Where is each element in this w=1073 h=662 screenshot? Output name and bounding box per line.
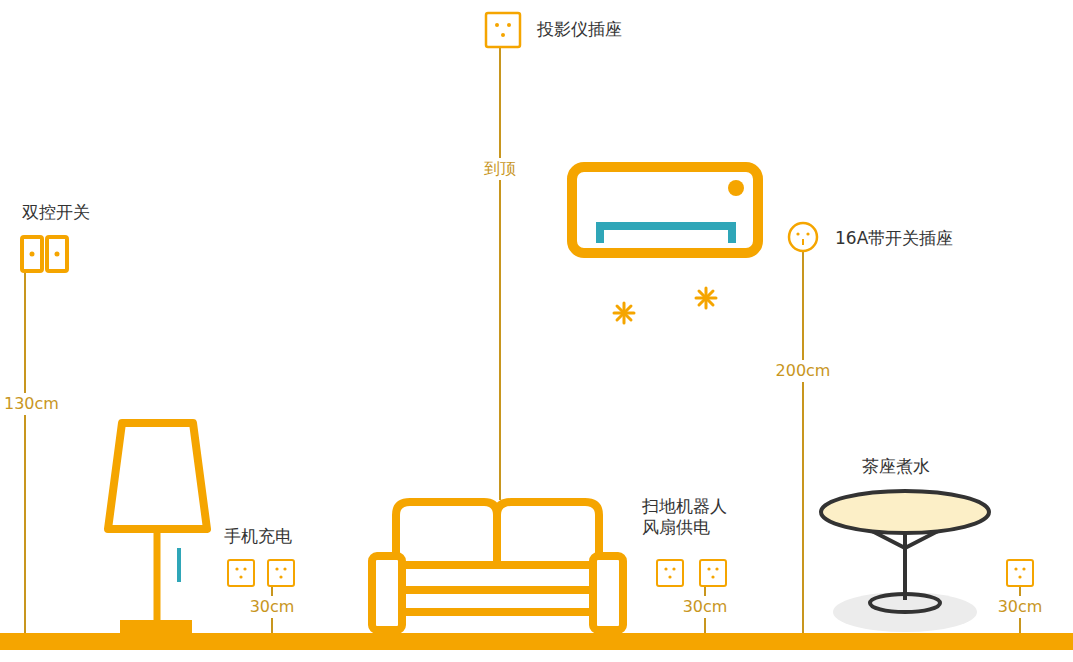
socket-16a-symbol: [789, 223, 817, 251]
floor-lamp: [108, 423, 207, 633]
sofa: [372, 502, 623, 630]
dimension-lines: [25, 47, 1020, 633]
switch-label: 双控开关: [22, 202, 90, 223]
floor: [0, 633, 1073, 650]
switch-symbol: [22, 237, 67, 271]
dimension-label: 30cm: [997, 596, 1044, 618]
dimension-label: 30cm: [682, 596, 729, 618]
socket-label: 投影仪插座: [537, 19, 622, 40]
socket-label: 手机充电: [224, 526, 292, 547]
cold-air-symbols: [614, 288, 716, 323]
socket-symbols: [228, 13, 1033, 586]
tea-table: [821, 491, 989, 632]
socket-label: 16A带开关插座: [835, 228, 953, 249]
dimension-label: 30cm: [249, 596, 296, 618]
dimension-label: 到顶: [483, 158, 517, 180]
air-conditioner: [572, 167, 758, 253]
socket-label: 扫地机器人 风扇供电: [642, 496, 734, 539]
area-label: 茶座煮水: [862, 456, 930, 477]
dimension-label: 200cm: [775, 360, 832, 382]
dimension-label: 130cm: [3, 393, 60, 415]
